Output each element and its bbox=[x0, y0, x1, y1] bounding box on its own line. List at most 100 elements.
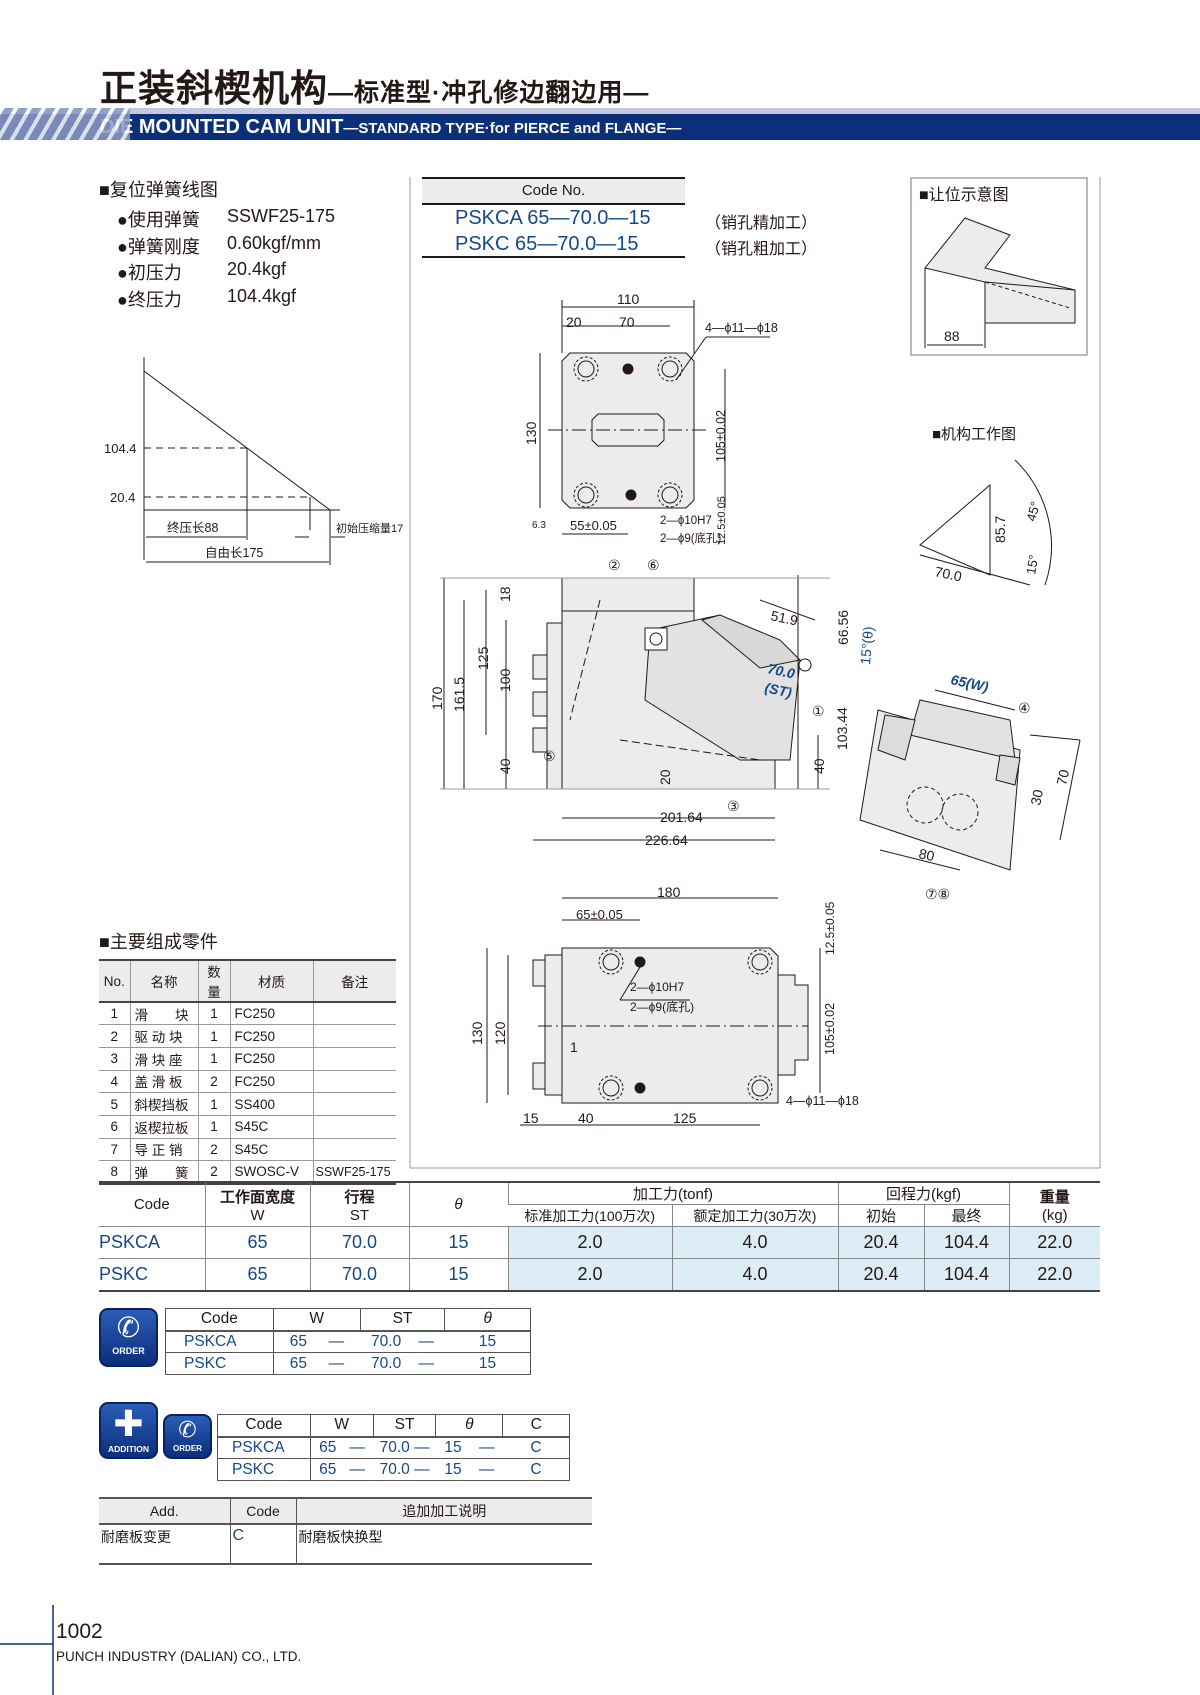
cell: 6 bbox=[99, 1115, 130, 1139]
value: 70.0 bbox=[379, 1460, 410, 1478]
dim-12-5: 12.5±0.05 bbox=[716, 496, 728, 545]
cell-st: 70.0 — bbox=[360, 1352, 445, 1375]
dim-65: 65±0.05 bbox=[576, 907, 623, 922]
cell-theta: 15 bbox=[444, 1330, 531, 1353]
spring-item-value: 104.4kgf bbox=[227, 286, 297, 306]
codeno-note-2: （销孔粗加工） bbox=[705, 241, 818, 258]
value: 70.0 bbox=[371, 1354, 402, 1372]
cell: 4 bbox=[99, 1070, 130, 1094]
cell-w: 65 — bbox=[310, 1458, 374, 1481]
dim-170: 170 bbox=[429, 686, 445, 710]
dim-18: 18 bbox=[497, 586, 513, 602]
dim-125: 125 bbox=[475, 646, 491, 670]
pin-spec-2: 2—ϕ9(底孔) bbox=[630, 999, 694, 1014]
chart-final-length: 终压长88 bbox=[167, 520, 218, 535]
cell: FC250 bbox=[229, 1070, 313, 1094]
phone-icon: ✆ bbox=[116, 1312, 141, 1343]
dash: — bbox=[349, 1438, 365, 1456]
col-header: 追加加工说明 bbox=[295, 1497, 592, 1525]
header-text: W bbox=[250, 1206, 265, 1224]
cell: 驱 动 块 bbox=[129, 1024, 198, 1048]
dim-15: 15 bbox=[523, 1110, 539, 1126]
company-name: PUNCH INDUSTRY (DALIAN) CO., LTD. bbox=[56, 1649, 302, 1664]
cell-force-rated: 4.0 bbox=[671, 1226, 838, 1259]
cell-return-final: 104.4 bbox=[923, 1258, 1009, 1292]
dash: — bbox=[414, 1438, 430, 1456]
order-icon-small: ✆ ORDER bbox=[163, 1414, 212, 1459]
value: 65 bbox=[289, 1354, 308, 1372]
cell-code: PSKCA bbox=[217, 1436, 311, 1459]
dim-55: 55±0.05 bbox=[570, 518, 617, 533]
cell: FC250 bbox=[229, 1002, 313, 1026]
cell: 3 bbox=[99, 1047, 130, 1071]
col-header: C bbox=[502, 1414, 570, 1438]
dim-161-5: 161.5 bbox=[451, 677, 467, 712]
cell: 滑 块 座 bbox=[129, 1047, 198, 1071]
pin-spec-2: 2—ϕ9(底孔) bbox=[660, 531, 722, 545]
col-header: ST bbox=[372, 1414, 437, 1438]
col-header: ST bbox=[359, 1308, 446, 1332]
work-diagram bbox=[919, 459, 1052, 586]
col-header-force-rated: 额定加工力(30万次) bbox=[671, 1204, 838, 1227]
header-text: 工作面宽度 bbox=[219, 1188, 295, 1206]
order-icon-label: ORDER bbox=[173, 1444, 202, 1453]
dim-80: 80 bbox=[917, 845, 936, 864]
banner-title: DIE MOUNTED CAM UNIT bbox=[100, 116, 344, 138]
cell: 1 bbox=[197, 1092, 230, 1116]
title-main: 正装斜楔机构 bbox=[100, 68, 328, 109]
cell bbox=[312, 1002, 396, 1026]
value: 15 bbox=[444, 1438, 462, 1456]
dim-40: 40 bbox=[578, 1110, 594, 1126]
col-header-weight: 重量(kg) bbox=[1008, 1181, 1100, 1227]
dim-120: 120 bbox=[492, 1021, 508, 1045]
order-icon-label: ORDER bbox=[112, 1346, 145, 1356]
cell-st: 70.0 — bbox=[360, 1330, 445, 1353]
cell: 1 bbox=[197, 1115, 230, 1139]
col-header-return: 回程力(kgf) bbox=[837, 1181, 1009, 1205]
dim-110: 110 bbox=[617, 291, 640, 307]
top-view bbox=[539, 300, 770, 535]
cell-force-rated: 4.0 bbox=[671, 1258, 838, 1292]
dim-70: 70 bbox=[619, 314, 635, 330]
cell-theta: 15 bbox=[408, 1226, 508, 1259]
part-callout-1: ① bbox=[812, 703, 825, 719]
dash: — bbox=[328, 1354, 345, 1372]
part-callout-4: ④ bbox=[1018, 700, 1031, 716]
cell-theta: 15 — bbox=[435, 1436, 503, 1459]
cell bbox=[312, 1070, 396, 1094]
dim-12-5: 12.5±0.05 bbox=[823, 901, 837, 955]
col-header: θ bbox=[435, 1414, 504, 1438]
value: 65 bbox=[319, 1460, 337, 1478]
dim-100: 100 bbox=[497, 668, 513, 692]
dim-20: 20 bbox=[566, 314, 582, 330]
header-text: 行程 bbox=[344, 1188, 375, 1206]
cell: FC250 bbox=[229, 1024, 313, 1048]
cell bbox=[312, 1024, 396, 1048]
cell-force-std: 2.0 bbox=[507, 1226, 672, 1259]
col-header: W bbox=[309, 1414, 374, 1438]
pin-spec-1: 2—ϕ10H7 bbox=[630, 980, 684, 994]
spring-item-value: 20.4kgf bbox=[227, 259, 287, 279]
hole-spec: 4—ϕ11—ϕ18 bbox=[705, 321, 778, 335]
addition-icon: ✚ ADDITION bbox=[99, 1402, 158, 1459]
col-header-return-init: 初始 bbox=[837, 1204, 924, 1227]
part-callout-2: ② bbox=[608, 557, 621, 573]
value: 65 bbox=[319, 1438, 337, 1456]
cell-code: PSKC bbox=[99, 1258, 205, 1292]
col-header-theta: θ bbox=[408, 1181, 508, 1227]
bottom-view bbox=[486, 897, 821, 1126]
value: 70.0 bbox=[371, 1332, 402, 1350]
dash: — bbox=[478, 1460, 495, 1478]
cell: 盖 滑 板 bbox=[129, 1070, 198, 1094]
hole-spec: 4—ϕ11—ϕ18 bbox=[786, 1094, 859, 1108]
